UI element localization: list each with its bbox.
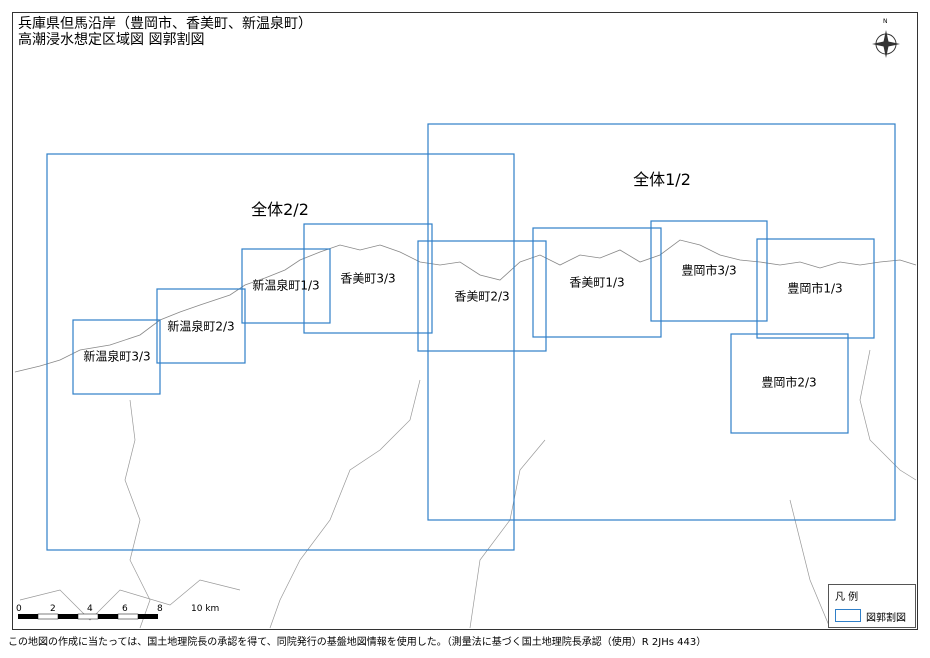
sheet-label: 豊岡市1/3 (787, 281, 843, 296)
compass-icon (872, 30, 900, 58)
sheet-label: 全体2/2 (251, 200, 309, 219)
sheet-shinonsen-1-3[interactable] (241, 248, 331, 324)
map-title-line2: 高潮浸水想定区域図 図郭割図 (18, 32, 205, 48)
sheet-zentai-2-2[interactable] (46, 153, 515, 551)
legend-item: 図郭割図 (866, 613, 906, 624)
sheet-shinonsen-3-3[interactable] (72, 319, 161, 395)
map-frame (12, 12, 918, 630)
map-title-line1: 兵庫県但馬沿岸（豊岡市、香美町、新温泉町） (18, 16, 312, 32)
sheet-label: 新温泉町3/3 (83, 349, 151, 364)
scale-tick: 8 (157, 604, 163, 614)
sheet-label: 新温泉町2/3 (167, 319, 235, 334)
attribution: この地図の作成に当たっては、国土地理院長の承認を得て、同院発行の基盤地図情報を使… (8, 637, 707, 648)
legend-swatch (835, 609, 861, 622)
legend-title: 凡 例 (835, 592, 859, 603)
sheet-shinonsen-2-3[interactable] (156, 288, 246, 364)
sheet-kami-2-3[interactable] (417, 240, 547, 352)
scale-tick: 0 (16, 604, 22, 614)
sheet-kami-3-3[interactable] (303, 223, 433, 334)
scale-tick: 2 (50, 604, 56, 614)
sheet-toyooka-1-3[interactable] (756, 238, 875, 339)
sheet-label: 新温泉町1/3 (252, 278, 320, 293)
boundaries (19, 349, 917, 629)
legend: 凡 例 図郭割図 (828, 584, 916, 628)
sheet-label: 豊岡市3/3 (681, 263, 737, 278)
sheet-label: 香美町1/3 (569, 275, 625, 290)
scale-tick: 10 km (191, 604, 220, 614)
scale-bar (18, 613, 158, 620)
sheet-label: 豊岡市2/3 (761, 375, 817, 390)
sheet-toyooka-3-3[interactable] (650, 220, 768, 322)
sheet-toyooka-2-3[interactable] (730, 333, 849, 434)
sheet-label: 香美町2/3 (454, 289, 510, 304)
scale-tick: 6 (122, 604, 128, 614)
north-label: N (883, 18, 888, 25)
coastline (14, 239, 917, 373)
sheet-zentai-1-2[interactable] (427, 123, 896, 521)
sheet-label: 香美町3/3 (340, 271, 396, 286)
sheet-label: 全体1/2 (633, 170, 691, 189)
scale-tick: 4 (87, 604, 93, 614)
sheet-kami-1-3[interactable] (532, 227, 662, 338)
sheet-rectangles (46, 123, 896, 551)
